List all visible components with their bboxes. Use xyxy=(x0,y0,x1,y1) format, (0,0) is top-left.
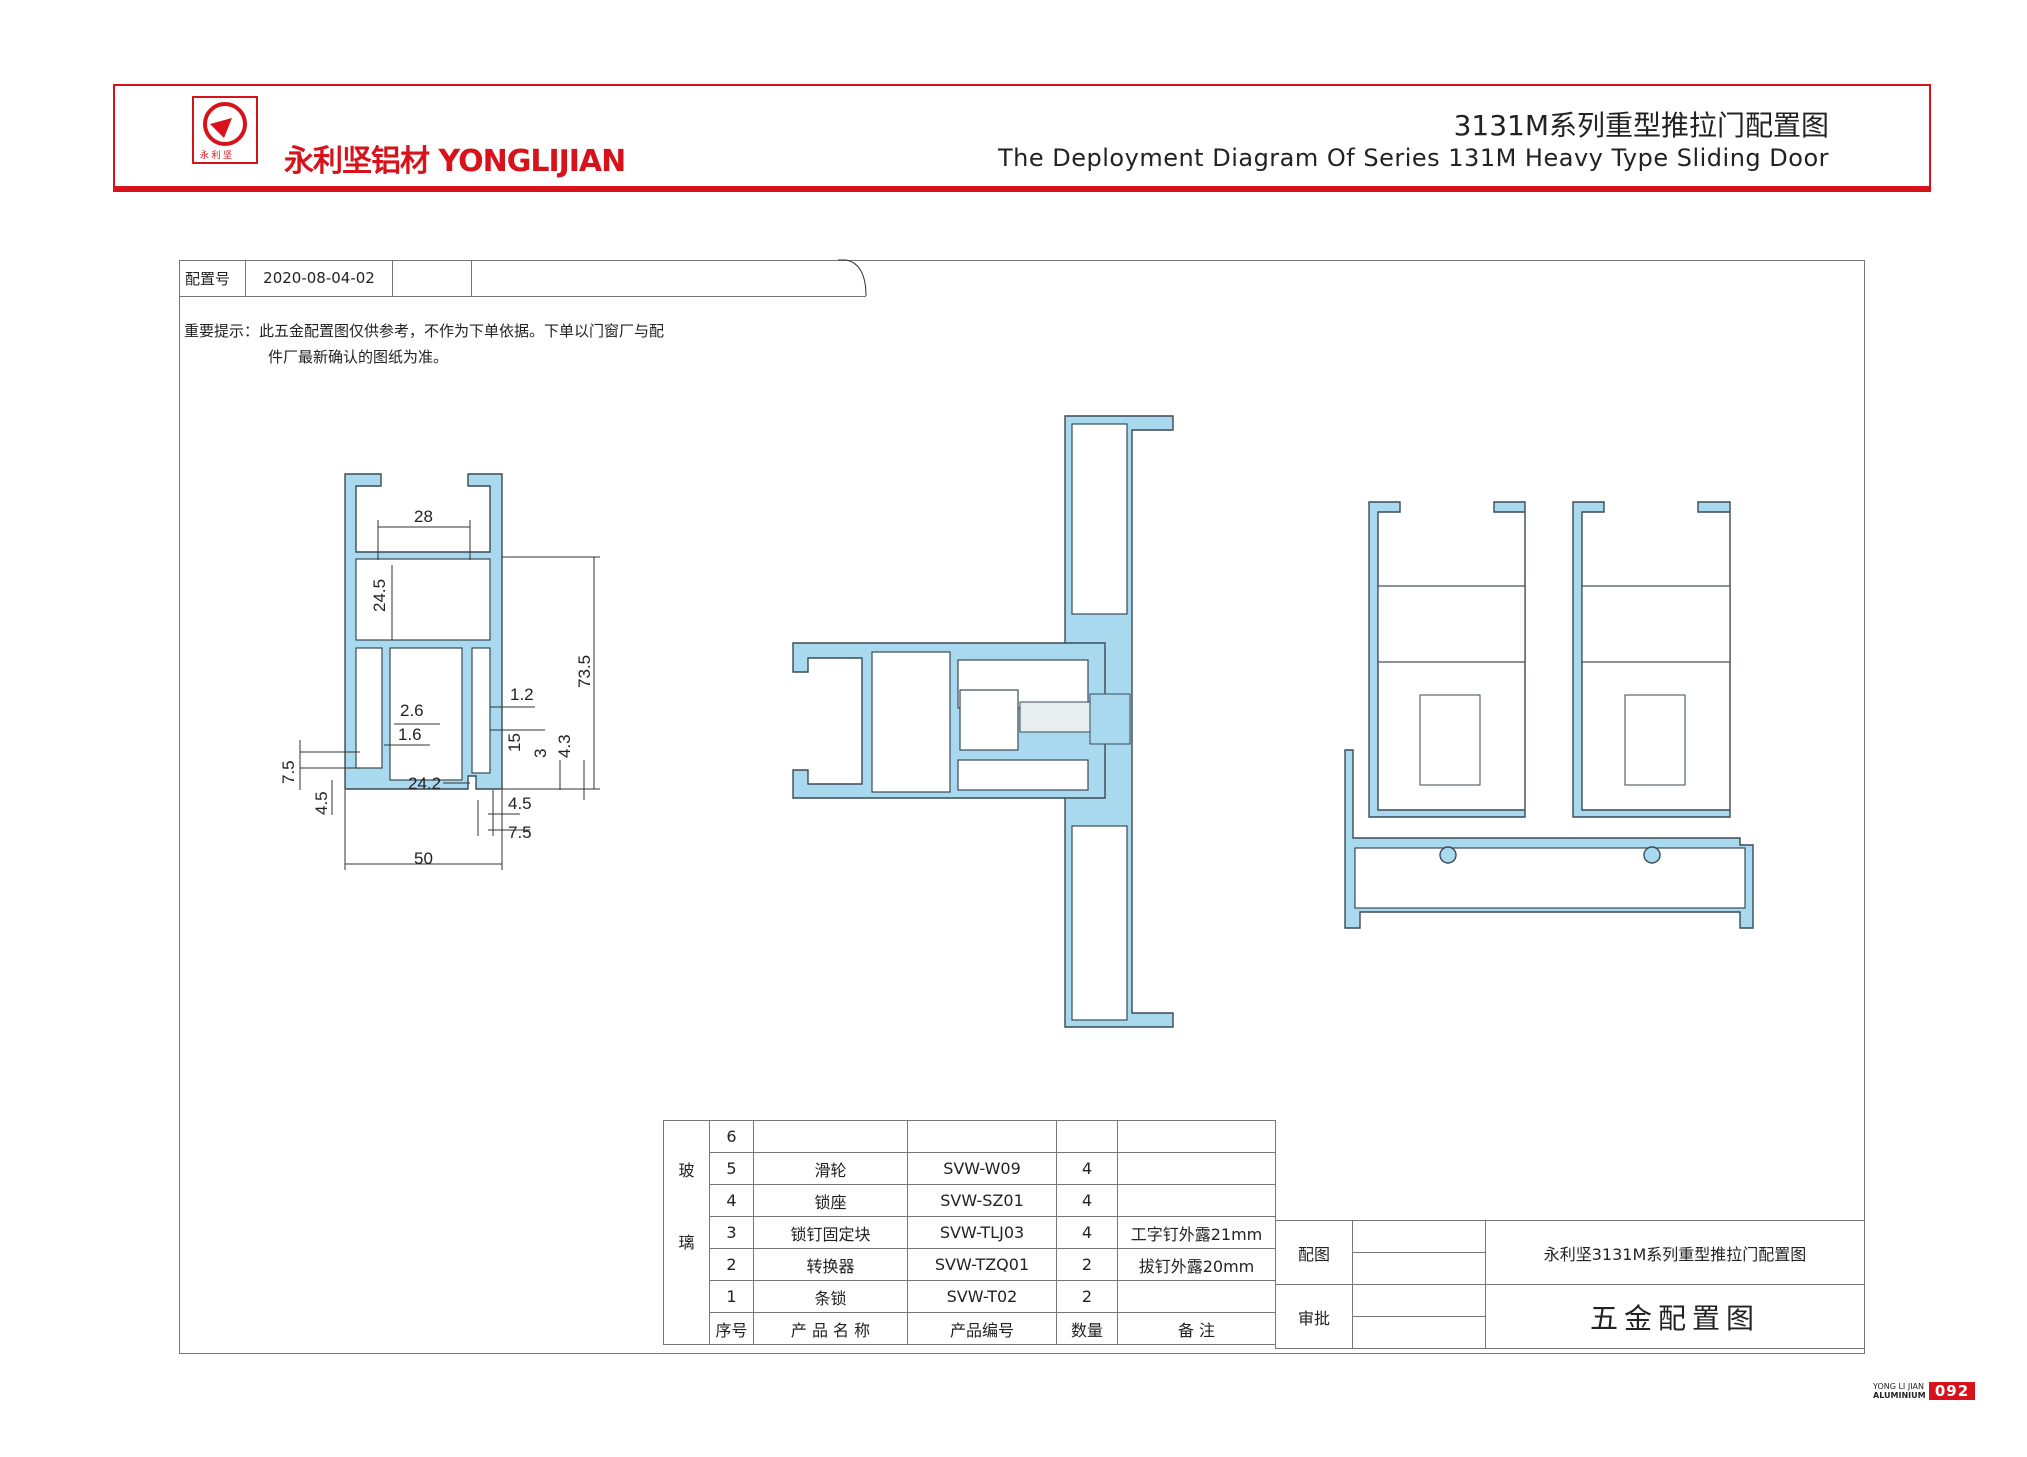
dim-24-5: 24.5 xyxy=(370,579,389,612)
row-qty: 4 xyxy=(1056,1184,1118,1217)
sash-track-section xyxy=(1344,501,1754,929)
title-en: The Deployment Diagram Of Series 131M He… xyxy=(998,144,1829,172)
dim-1-6: 1.6 xyxy=(398,725,422,744)
dim-3: 3 xyxy=(531,749,550,758)
dim-50: 50 xyxy=(414,849,433,868)
row-no: 4 xyxy=(709,1184,754,1217)
brand-logo: 永 利 坚 xyxy=(192,96,258,164)
row-qty xyxy=(1056,1120,1118,1153)
row-code: SVW-W09 xyxy=(907,1152,1057,1185)
notice: 重要提示：此五金配置图仅供参考，不作为下单依据。下单以门窗厂与配 件厂最新确认的… xyxy=(184,318,744,370)
row-code: SVW-T02 xyxy=(907,1280,1057,1313)
row-note xyxy=(1117,1280,1276,1313)
config-corner xyxy=(838,259,867,297)
row-name: 锁钉固定块 xyxy=(753,1216,908,1249)
header-no: 序号 xyxy=(709,1312,754,1345)
config-empty-1 xyxy=(393,260,472,296)
row-qty: 2 xyxy=(1056,1280,1118,1313)
row-qty: 4 xyxy=(1056,1152,1118,1185)
approve-label: 审批 xyxy=(1275,1284,1353,1349)
header-note: 备 注 xyxy=(1117,1312,1276,1345)
row-code: SVW-SZ01 xyxy=(907,1184,1057,1217)
dim-2-6: 2.6 xyxy=(400,701,424,720)
row-name: 转换器 xyxy=(753,1248,908,1281)
config-label: 配置号 xyxy=(179,260,246,296)
footer-line-2: ALUMINIUM xyxy=(1873,1391,1926,1400)
drawing-frame xyxy=(179,260,1865,1354)
row-qty: 2 xyxy=(1056,1248,1118,1281)
dim-1-2: 1.2 xyxy=(510,685,534,704)
config-value: 2020-08-04-02 xyxy=(246,260,393,296)
dim-24-2: 24.2 xyxy=(408,774,441,793)
row-code: SVW-TZQ01 xyxy=(907,1248,1057,1281)
row-name: 滑轮 xyxy=(753,1152,908,1185)
header-code: 产品编号 xyxy=(907,1312,1057,1345)
dim-4-3: 4.3 xyxy=(555,734,574,758)
notice-line-1: 重要提示：此五金配置图仅供参考，不作为下单依据。下单以门窗厂与配 xyxy=(184,322,665,340)
dim-15: 15 xyxy=(505,733,524,752)
page-badge: YONG LI JIAN ALUMINIUM 092 xyxy=(1873,1382,1975,1400)
row-code: SVW-TLJ03 xyxy=(907,1216,1057,1249)
drawing-type: 五金配置图 xyxy=(1485,1284,1865,1349)
drawing-name: 永利坚3131M系列重型推拉门配置图 xyxy=(1485,1220,1865,1285)
footer-line-1: YONG LI JIAN xyxy=(1873,1382,1925,1391)
dim-4-5-left: 4.5 xyxy=(312,791,331,815)
config-strip: 配置号 2020-08-04-02 xyxy=(179,260,866,297)
row-note xyxy=(1117,1152,1276,1185)
row-name xyxy=(753,1120,908,1153)
row-no: 6 xyxy=(709,1120,754,1153)
row-no: 2 xyxy=(709,1248,754,1281)
approve-cell-1 xyxy=(1352,1284,1486,1317)
row-note xyxy=(1117,1184,1276,1217)
row-name: 条锁 xyxy=(753,1280,908,1313)
dim-73-5: 73.5 xyxy=(575,655,594,688)
row-note: 工字钉外露21mm xyxy=(1117,1216,1276,1249)
row-note xyxy=(1117,1120,1276,1153)
approve-cell-2 xyxy=(1352,1316,1486,1349)
dim-4-5-right: 4.5 xyxy=(508,794,532,813)
header-bar xyxy=(113,186,1931,192)
row-code xyxy=(907,1120,1057,1153)
row-qty: 4 xyxy=(1056,1216,1118,1249)
notice-line-2: 件厂最新确认的图纸为准。 xyxy=(268,348,449,366)
header-frame xyxy=(113,84,1931,188)
match-cell-1 xyxy=(1352,1220,1486,1253)
brand-name: 永利坚铝材 YONGLIJIAN xyxy=(284,144,626,179)
title-cn: 3131M系列重型推拉门配置图 xyxy=(1453,109,1829,142)
title-block: 配图 永利坚3131M系列重型推拉门配置图 审批 五金配置图 xyxy=(1275,1220,1865,1349)
page-number: 092 xyxy=(1929,1382,1975,1400)
row-no: 1 xyxy=(709,1280,754,1313)
dim-28: 28 xyxy=(414,507,433,526)
header-qty: 数量 xyxy=(1056,1312,1118,1345)
row-no: 3 xyxy=(709,1216,754,1249)
match-cell-2 xyxy=(1352,1252,1486,1285)
table-header-row: 序号产 品 名 称产品编号数量备 注 xyxy=(664,1312,1276,1345)
dim-7-5-left: 7.5 xyxy=(279,760,298,784)
header-name: 产 品 名 称 xyxy=(753,1312,908,1345)
row-no: 5 xyxy=(709,1152,754,1185)
dim-7-5-right: 7.5 xyxy=(508,823,532,842)
group-label-bottom: 璃 xyxy=(663,1216,710,1345)
interlock-section xyxy=(792,415,1174,1028)
logo-icon: 永 利 坚 xyxy=(200,102,247,160)
left-profile-section: 28 24.5 73.5 2.6 1.2 1.6 15 3 4.3 7.5 4.… xyxy=(279,473,600,870)
row-name: 锁座 xyxy=(753,1184,908,1217)
group-label-top: 玻 xyxy=(663,1120,710,1217)
logo-text: 永 利 坚 xyxy=(200,149,232,160)
row-note: 拔钉外露20mm xyxy=(1117,1248,1276,1281)
match-label: 配图 xyxy=(1275,1220,1353,1285)
